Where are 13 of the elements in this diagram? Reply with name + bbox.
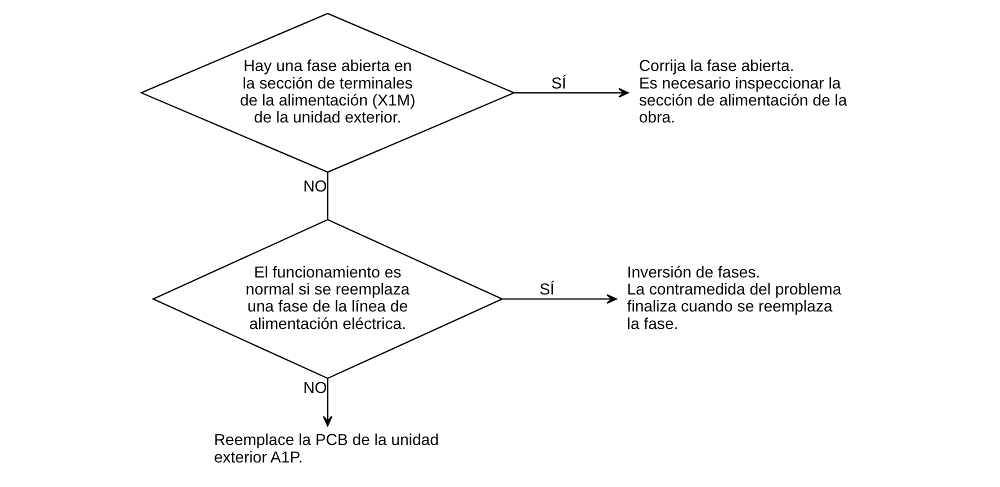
node-text: Inversión de fases. La contramedida del problema finaliza cuando se reemplaza la fase.	[626, 264, 841, 333]
node-diamond: El funcionamiento es normal si se reemplaza una fase de la línea de alimentación eléctrica.	[151, 218, 504, 380]
edge-label: NO	[302, 380, 327, 397]
edge-label: NO	[302, 178, 327, 196]
connector	[326, 172, 328, 220]
edge-label: SÍ	[538, 282, 554, 299]
arrow	[514, 88, 628, 98]
node-text: Reemplace la PCB de la unidad exterior A1P.	[213, 432, 438, 466]
arrow	[502, 294, 616, 304]
arrow	[322, 378, 332, 426]
node-diamond: Hay una fase abierta en la sección de terminales de la alimentación (X1M) de la unidad exterior.	[139, 12, 516, 173]
edge-label: SÍ	[550, 75, 566, 92]
node-text: Corrija la fase abierta. Es necesario inspeccionar la sección de alimentación de la obra.	[638, 58, 847, 127]
